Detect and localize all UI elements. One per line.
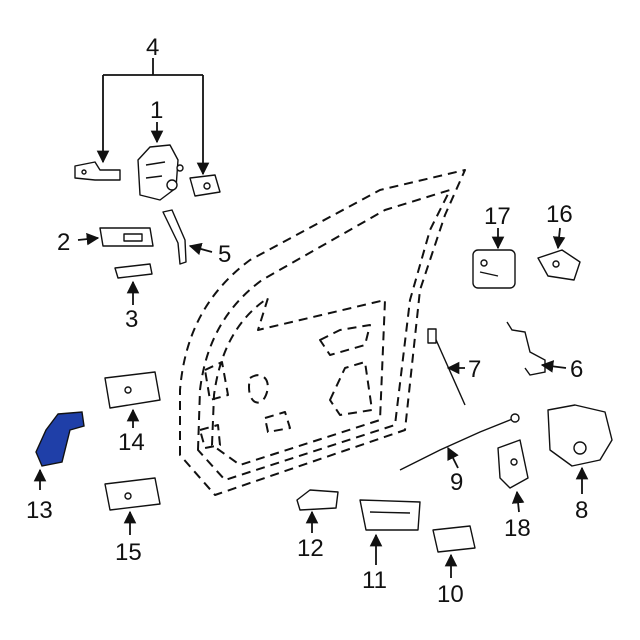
callout-18: 18 <box>504 515 531 542</box>
part-17-plate <box>472 249 516 289</box>
part-14-hinge-upper <box>104 371 161 409</box>
callout-11: 11 <box>362 567 387 594</box>
callout-17: 17 <box>484 203 511 230</box>
part-12-bracket <box>296 489 339 511</box>
callout-9: 9 <box>450 469 463 496</box>
callout-labels: 4 1 2 3 5 17 16 6 7 8 9 18 12 11 10 13 1… <box>26 34 588 608</box>
part-9-cable <box>399 413 520 471</box>
callout-2: 2 <box>57 229 70 256</box>
part-2-handle-bezel <box>99 227 154 247</box>
callout-3: 3 <box>125 306 138 333</box>
callout-4: 4 <box>146 34 159 61</box>
part-7-straight-rod <box>427 328 466 406</box>
part-4-clips <box>74 161 221 197</box>
part-13-check-strap-highlighted <box>35 411 85 467</box>
door-outline <box>179 169 466 496</box>
callout-13: 13 <box>26 497 53 524</box>
part-6-bent-rod <box>506 321 546 376</box>
callout-1: 1 <box>150 97 163 124</box>
callout-7: 7 <box>468 356 481 383</box>
part-15-hinge-lower <box>104 477 161 511</box>
callout-6: 6 <box>570 356 583 383</box>
callout-15: 15 <box>115 539 142 566</box>
part-10-handle <box>432 525 476 553</box>
callout-5: 5 <box>218 241 231 268</box>
callout-16: 16 <box>546 201 573 228</box>
callout-10: 10 <box>437 581 464 608</box>
part-16-hinge-bracket <box>537 249 581 281</box>
part-8-latch-housing <box>547 404 613 467</box>
callout-12: 12 <box>297 535 324 562</box>
part-3-bracket <box>114 263 153 279</box>
callout-8: 8 <box>575 497 588 524</box>
part-1-latch-assembly <box>137 144 184 201</box>
part-5-rod-guide <box>162 209 187 265</box>
part-11-pocket <box>359 499 421 531</box>
leader-lines <box>33 58 589 578</box>
callout-14: 14 <box>118 429 145 456</box>
part-18-actuator <box>497 439 529 489</box>
